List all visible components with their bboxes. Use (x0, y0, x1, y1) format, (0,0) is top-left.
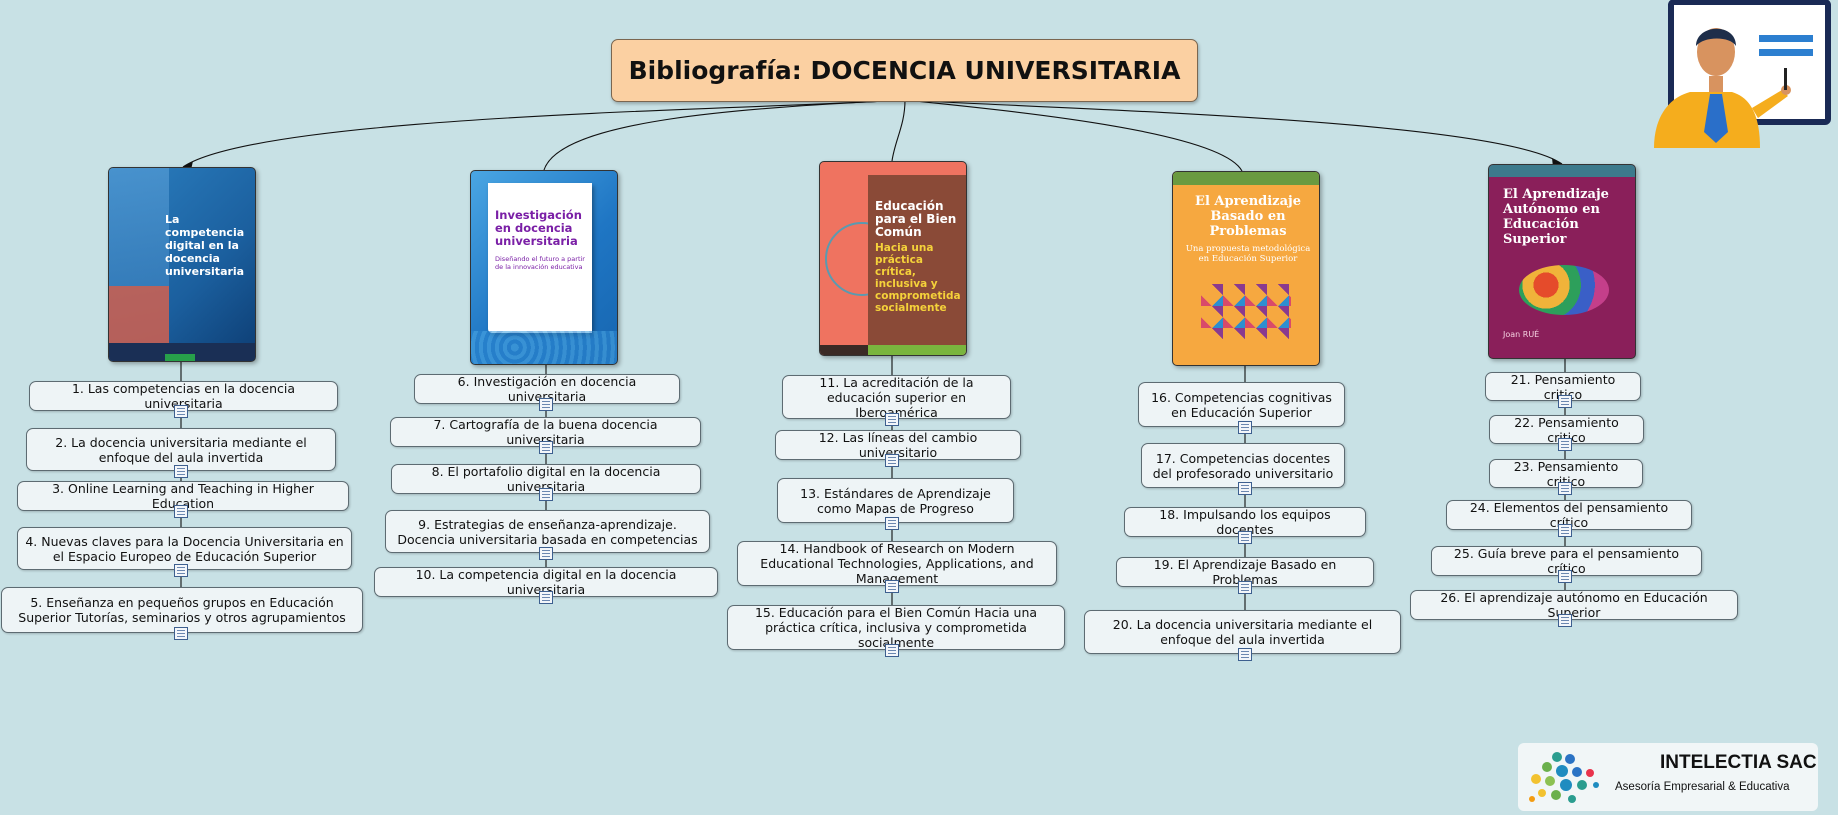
central-topic[interactable]: Bibliografía: DOCENCIA UNIVERSITARIA (611, 39, 1198, 102)
topic-label: 16. Competencias cognitivas en Educación… (1151, 389, 1332, 420)
topic-label: 23. Pensamiento critico (1513, 458, 1619, 489)
topic-label: 18. Impulsando los equipos docentes (1159, 507, 1331, 537)
book-cover-4-title: El Aprendizaje Basado en Problemas (1195, 194, 1301, 239)
connector-center-book-2 (543, 99, 906, 171)
topic-label: 15. Educación para el Bien Común Hacia u… (754, 605, 1038, 650)
logo-mark-icon (1529, 752, 1599, 803)
central-topic-label: Bibliografía: DOCENCIA UNIVERSITARIA (628, 56, 1181, 85)
book-cover-1[interactable]: La competencia digital en la docencia un… (108, 167, 256, 362)
topic-label: 25. Guía breve para el pensamiento críti… (1453, 546, 1680, 576)
topic-item[interactable]: 26. El aprendizaje autónomo en Educación… (1410, 590, 1738, 620)
book-cover-3-subtitle: Hacia una práctica crítica, inclusiva y … (875, 242, 961, 314)
note-icon[interactable] (885, 580, 899, 593)
note-icon[interactable] (174, 564, 188, 577)
topic-item[interactable]: 20. La docencia universitaria mediante e… (1084, 610, 1401, 654)
topic-label: 11. La acreditación de la educación supe… (819, 374, 974, 420)
note-icon[interactable] (174, 627, 188, 640)
book-cover-4-subtitle: Una propuesta metodológica en Educación … (1185, 244, 1311, 264)
topic-label: 14. Handbook of Research on Modern Educa… (760, 541, 1034, 586)
note-icon[interactable] (1558, 570, 1572, 583)
book-cover-5-title: El Aprendizaje Autónomo en Educación Sup… (1503, 187, 1609, 247)
logo-name: INTELECTIA SAC (1660, 752, 1817, 773)
note-icon[interactable] (1238, 421, 1252, 434)
topic-label: 13. Estándares de Aprendizaje como Mapas… (800, 485, 991, 516)
topic-label: 12. Las líneas del cambio universitario (818, 430, 978, 460)
topic-item[interactable]: 7. Cartografía de la buena docencia univ… (390, 417, 701, 447)
book-cover-3-title: Educación para el Bien Común (875, 199, 957, 239)
connector-center-book-3 (891, 99, 906, 162)
note-icon[interactable] (539, 441, 553, 454)
book-cover-4[interactable]: El Aprendizaje Basado en Problemas Una p… (1172, 171, 1320, 366)
topic-label: 3. Online Learning and Teaching in Highe… (52, 481, 314, 511)
book-cover-2[interactable]: Investigación en docencia universitaria … (470, 170, 618, 365)
book-cover-2-title: Investigación en docencia universitaria (495, 208, 582, 248)
book-cover-2-subtitle: Diseñando el futuro a partir de la innov… (495, 255, 585, 271)
connector-center-book-5 (904, 99, 1563, 165)
topic-label: 8. El portafolio digital en la docencia … (431, 464, 661, 494)
topic-label: 17. Competencias docentes del profesorad… (1152, 450, 1334, 481)
topic-label: 9. Estrategias de enseñanza-aprendizaje.… (397, 516, 698, 547)
note-icon[interactable] (1238, 581, 1252, 594)
connector-center-book-1 (182, 99, 906, 168)
topic-item[interactable]: 23. Pensamiento critico (1489, 458, 1643, 489)
topic-label: 6. Investigación en docencia universitar… (457, 374, 637, 404)
topic-label: 1. Las competencias en la docencia unive… (71, 381, 296, 411)
note-icon[interactable] (174, 405, 188, 418)
note-icon[interactable] (539, 591, 553, 604)
topic-item[interactable]: 14. Handbook of Research on Modern Educa… (737, 541, 1057, 586)
topic-item[interactable]: 11. La acreditación de la educación supe… (782, 374, 1011, 420)
note-icon[interactable] (1238, 482, 1252, 495)
topic-label: 26. El aprendizaje autónomo en Educación… (1440, 590, 1708, 620)
note-icon[interactable] (1558, 482, 1572, 495)
topic-label: 20. La docencia universitaria mediante e… (1112, 617, 1373, 647)
book-cover-5[interactable]: El Aprendizaje Autónomo en Educación Sup… (1488, 164, 1636, 359)
note-icon[interactable] (885, 517, 899, 530)
note-icon[interactable] (539, 488, 553, 501)
book-cover-1-title: La competencia digital en la docencia un… (165, 213, 245, 278)
note-icon[interactable] (539, 398, 553, 411)
note-icon[interactable] (1558, 614, 1572, 627)
topic-label: 2. La docencia universitaria mediante el… (55, 434, 307, 465)
topic-label: 5. Enseñanza en pequeños grupos en Educa… (18, 595, 346, 625)
topic-item[interactable]: 15. Educación para el Bien Común Hacia u… (727, 605, 1065, 650)
topic-item[interactable]: 25. Guía breve para el pensamiento críti… (1431, 546, 1702, 576)
book-cover-3[interactable]: Educación para el Bien Común Hacia una p… (819, 161, 967, 356)
note-icon[interactable] (885, 454, 899, 467)
topic-label: 4. Nuevas claves para la Docencia Univer… (25, 533, 344, 564)
topic-item[interactable]: 5. Enseñanza en pequeños grupos en Educa… (1, 587, 363, 633)
note-icon[interactable] (539, 547, 553, 560)
topic-label: 21. Pensamiento critico (1510, 371, 1616, 402)
note-icon[interactable] (885, 413, 899, 426)
presenter-illustration (1654, 0, 1831, 148)
note-icon[interactable] (1238, 531, 1252, 544)
connector-center-book-4 (904, 99, 1243, 172)
topic-label: 7. Cartografía de la buena docencia univ… (433, 417, 658, 447)
topic-item[interactable]: 19. El Aprendizaje Basado en Problemas (1116, 557, 1374, 587)
note-icon[interactable] (1558, 524, 1572, 537)
company-logo: INTELECTIA SAC Asesoría Empresarial & Ed… (1518, 743, 1818, 811)
topic-label: 19. El Aprendizaje Basado en Problemas (1153, 557, 1337, 587)
book-cover-5-author: Joan RUÉ (1503, 330, 1540, 339)
topic-item[interactable]: 13. Estándares de Aprendizaje como Mapas… (777, 478, 1014, 523)
topic-item[interactable]: 21. Pensamiento critico (1485, 371, 1641, 402)
topic-label: 22. Pensamiento critico (1514, 414, 1619, 445)
logo-tagline: Asesoría Empresarial & Educativa (1615, 781, 1790, 793)
note-icon[interactable] (1558, 438, 1572, 451)
note-icon[interactable] (1558, 395, 1572, 408)
note-icon[interactable] (174, 505, 188, 518)
note-icon[interactable] (174, 465, 188, 478)
note-icon[interactable] (885, 644, 899, 657)
topic-item[interactable]: 2. La docencia universitaria mediante el… (26, 428, 336, 471)
note-icon[interactable] (1238, 648, 1252, 661)
topic-label: 10. La competencia digital en la docenci… (415, 567, 677, 597)
topic-item[interactable]: 6. Investigación en docencia universitar… (414, 374, 680, 404)
